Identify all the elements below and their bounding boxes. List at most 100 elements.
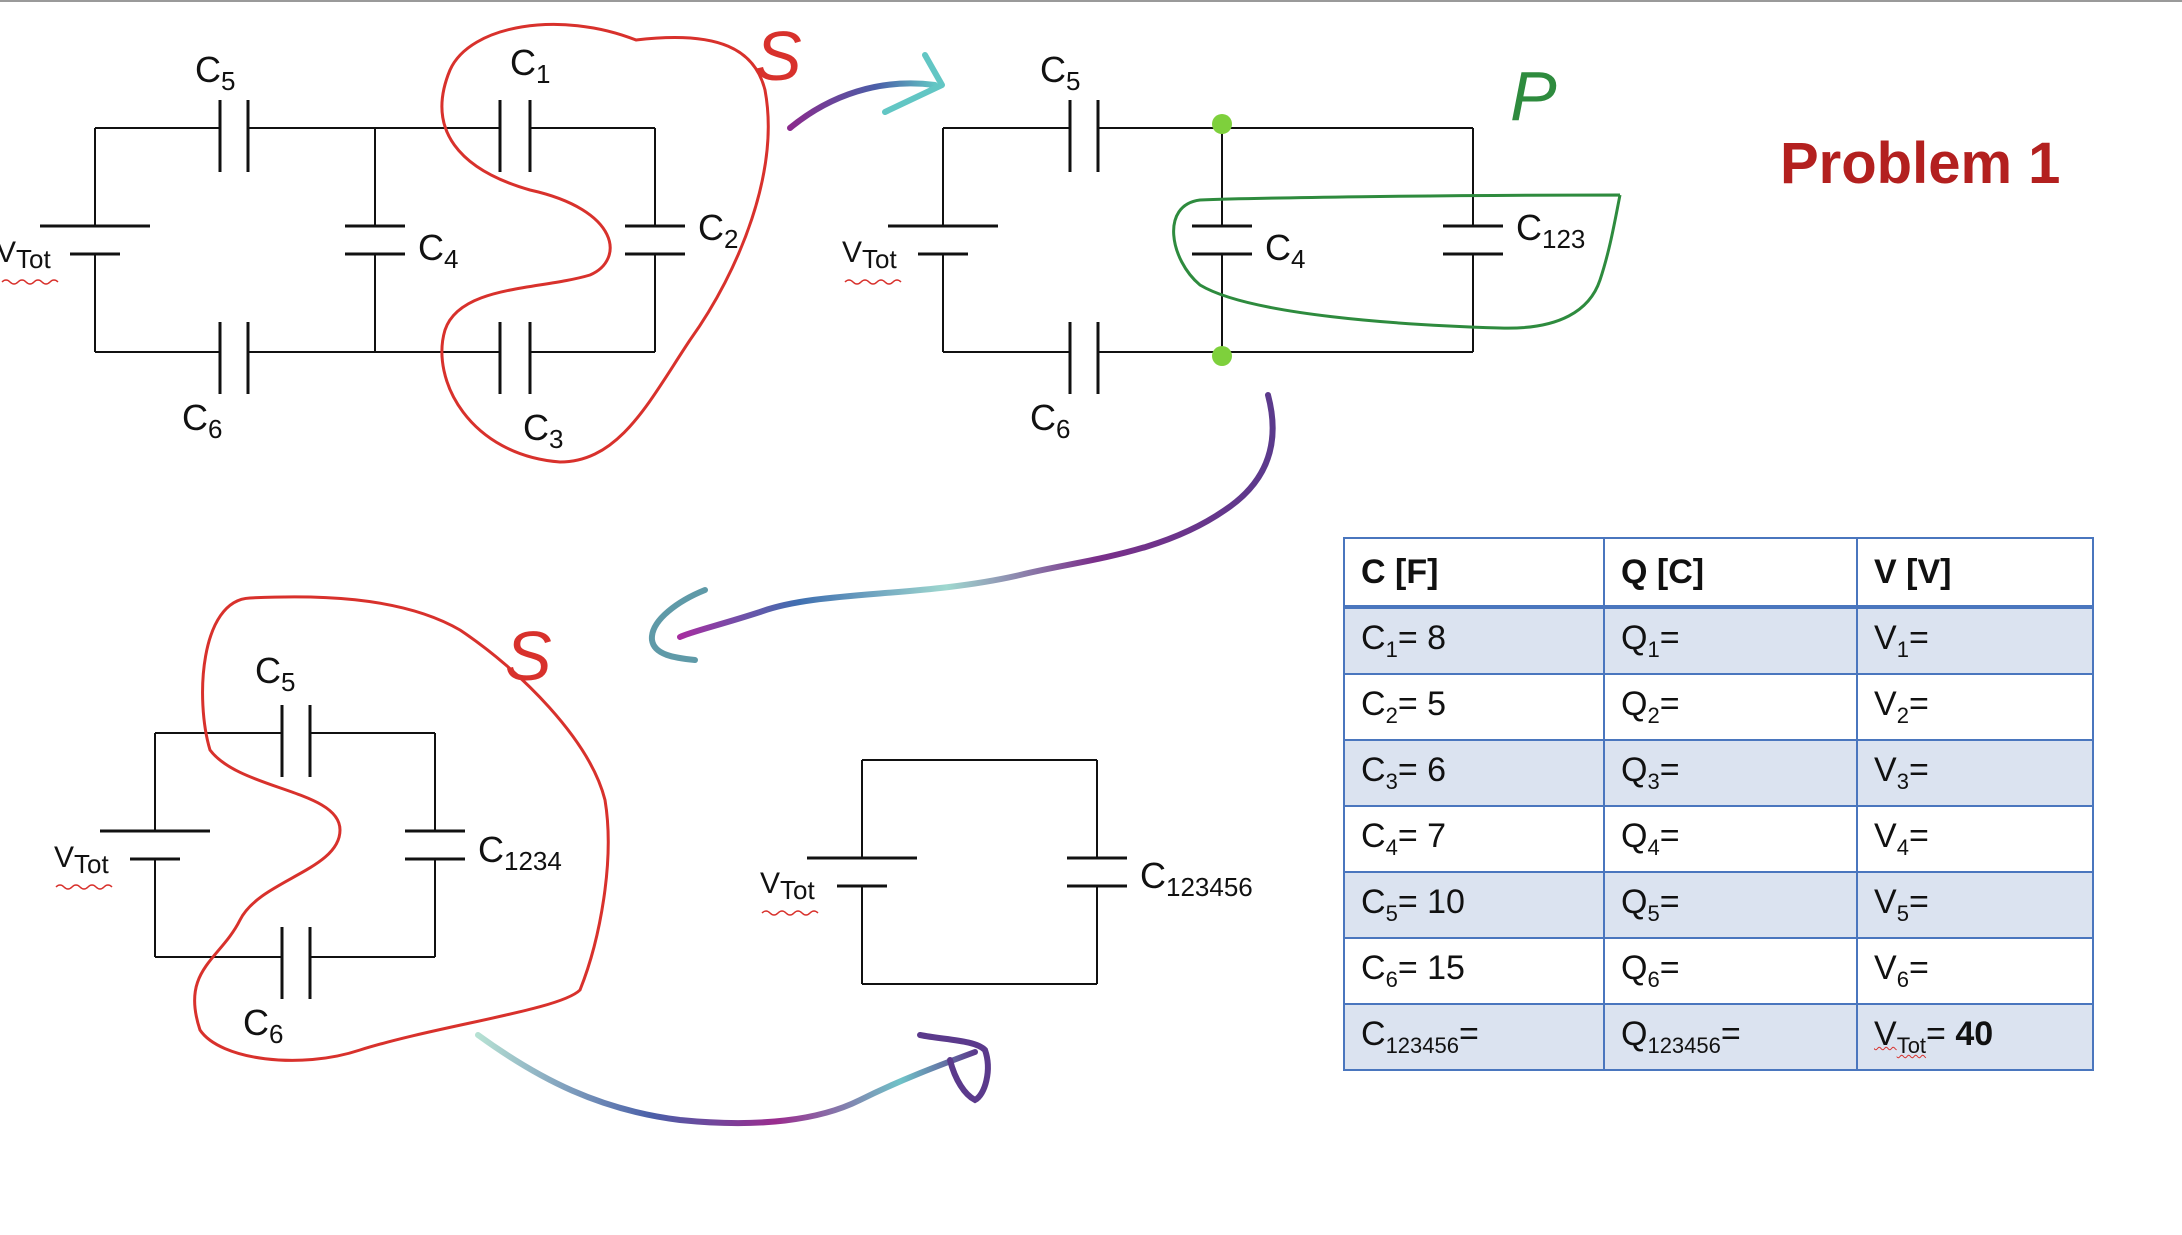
voltage-value: = (1926, 1015, 1956, 1054)
capacitance-value: = 5 (1397, 685, 1447, 724)
capacitance-value: = 6 (1397, 751, 1447, 790)
circuit-1-labels: C5 C1 C4 C2 C6 C3 VTot (0, 42, 738, 454)
c4-cap-c123456 (1067, 856, 1127, 888)
c1-cap-c1 (498, 100, 532, 172)
capacitance-symbol: C (1361, 751, 1386, 790)
arrow-2-head (648, 587, 708, 663)
charge-value: = (1659, 751, 1680, 790)
arrow-1-head (882, 52, 945, 115)
table-cell-charge: Q4= (1603, 805, 1858, 873)
capacitance-symbol: C (1361, 1015, 1386, 1054)
table-cell-voltage: V4= (1856, 805, 2094, 873)
capacitance-subscript: 2 (1385, 702, 1398, 728)
circuit-4 (807, 759, 1127, 985)
c3-label-c5: C5 (255, 650, 295, 697)
table-cell-capacitance: C6= 15 (1343, 937, 1605, 1005)
table-cell-charge: Q3= (1603, 739, 1858, 807)
capacitance-subscript: 1 (1385, 636, 1398, 662)
circuit-2-labels: C5 C4 C123 C6 VTot (842, 49, 1585, 444)
capacitance-subscript: 123456 (1385, 1032, 1459, 1058)
table-cell-voltage: V5= (1856, 871, 2094, 939)
capacitance-subscript: 3 (1385, 768, 1398, 794)
capacitance-value: = 15 (1397, 949, 1465, 988)
c1-battery (40, 224, 150, 256)
c3-cap-c1234 (405, 829, 465, 861)
table-cell-capacitance: C5= 10 (1343, 871, 1605, 939)
table-cell-voltage: V6= (1856, 937, 2094, 1005)
voltage-symbol: V (1874, 883, 1897, 922)
voltage-value: = (1908, 883, 1929, 922)
c1-cap-c6 (218, 322, 250, 394)
c3-cap-c6 (280, 927, 312, 999)
c2-label-c123: C123 (1516, 207, 1585, 254)
table-cell-charge: Q5= (1603, 871, 1858, 939)
voltage-symbol: V (1874, 619, 1897, 658)
c2-battery (888, 224, 998, 256)
charge-subscript: 123456 (1647, 1032, 1721, 1058)
c3-label-c1234: C1234 (478, 829, 562, 876)
c3-vtot-squiggle (55, 884, 113, 890)
table-cell-voltage: V3= (1856, 739, 2094, 807)
capacitance-value: = (1458, 1015, 1479, 1054)
c3-battery (100, 829, 210, 861)
charge-value: = (1659, 949, 1680, 988)
charge-symbol: Q (1621, 751, 1648, 790)
voltage-symbol: V (1874, 1015, 1897, 1054)
charge-subscript: 2 (1647, 702, 1660, 728)
capacitance-value: = 10 (1397, 883, 1465, 922)
circuit-2 (888, 100, 1503, 394)
parallel-label: P (1510, 57, 1557, 135)
voltage-value: = (1908, 619, 1929, 658)
table-row: C123456=Q123456=VTot= 40 (1343, 1003, 2094, 1071)
charge-value: = (1659, 685, 1680, 724)
charge-symbol: Q (1621, 685, 1648, 724)
c3-label-c6: C6 (243, 1002, 283, 1049)
charge-symbol: Q (1621, 949, 1648, 988)
table-cell-capacitance: C1= 8 (1343, 606, 1605, 675)
charge-value: = (1659, 883, 1680, 922)
c1-cap-c5 (218, 100, 250, 172)
c4-label-c123456: C123456 (1140, 855, 1253, 902)
arrow-2 (677, 392, 1276, 640)
c1-label-c1: C1 (510, 42, 550, 89)
c1-label-c5: C5 (195, 49, 235, 96)
c1-vtot-squiggle (1, 279, 59, 285)
c3-cap-c5 (280, 705, 312, 777)
charge-value: = (1659, 619, 1680, 658)
voltage-subscript: 1 (1896, 636, 1909, 662)
voltage-subscript: 3 (1896, 768, 1909, 794)
table-cell-voltage: VTot= 40 (1856, 1003, 2094, 1071)
table-cell-capacitance: C2= 5 (1343, 673, 1605, 741)
c1-cap-c2 (625, 224, 685, 256)
arrow-1 (787, 80, 938, 131)
voltage-value: = (1908, 685, 1929, 724)
voltage-symbol: V (1874, 751, 1897, 790)
c1-label-c6: C6 (182, 397, 222, 444)
parallel-loop (1172, 193, 1622, 330)
table-cell-charge: Q2= (1603, 673, 1858, 741)
capacitance-symbol: C (1361, 949, 1386, 988)
capacitance-symbol: C (1361, 619, 1386, 658)
c2-cap-c5 (1068, 100, 1100, 172)
capacitance-value: = 7 (1397, 817, 1447, 856)
table-cell-voltage: V1= (1856, 606, 2094, 675)
c2-label-c6: C6 (1030, 397, 1070, 444)
voltage-subscript: 2 (1896, 702, 1909, 728)
series-label-1: S (755, 17, 802, 95)
vtot-given-value: 40 (1955, 1015, 1994, 1054)
capacitance-subscript: 5 (1385, 900, 1398, 926)
voltage-symbol: V (1874, 949, 1897, 988)
circuit-3 (100, 705, 465, 999)
c2-cap-c123 (1443, 224, 1503, 256)
c2-cap-c6 (1068, 322, 1100, 394)
table-cell-capacitance: C123456= (1343, 1003, 1605, 1071)
voltage-value: = (1908, 751, 1929, 790)
series-label-2: S (505, 617, 552, 695)
series-loop-2 (193, 595, 610, 1062)
